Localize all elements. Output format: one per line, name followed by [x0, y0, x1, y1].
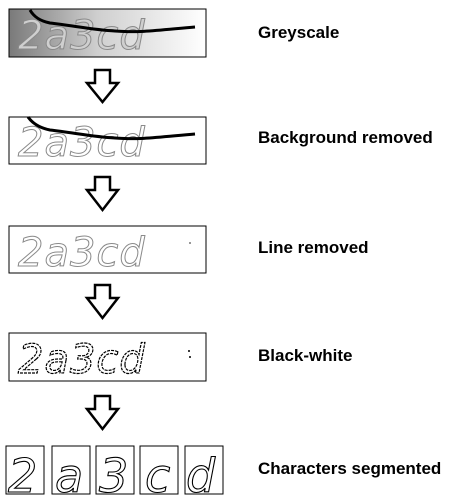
step-label-characters-segmented: Characters segmented [258, 459, 442, 478]
background-removed-noise-line [26, 116, 196, 141]
black-white-speck-2 [189, 356, 191, 358]
black-white-frame [8, 332, 207, 382]
background-removed-frame [8, 116, 207, 165]
line-removed-frame [8, 225, 207, 274]
down-arrow-2 [84, 175, 121, 213]
down-arrow-3 [84, 283, 121, 321]
step-label-black-white: Black-white [258, 346, 353, 365]
segmented-char-1: 2 [8, 449, 37, 503]
step-label-greyscale: Greyscale [258, 23, 340, 42]
segmented-char-box-2: a [51, 445, 91, 504]
down-arrow-1 [84, 68, 121, 104]
step-line-removed-image: 2a3cd [8, 225, 207, 277]
greyscale-noise-line [28, 9, 196, 34]
greyscale-frame [8, 8, 207, 58]
black-white-captcha-text: 2a3cd [18, 337, 146, 383]
step-black-white-image: 2a3cd [8, 332, 207, 384]
segmented-char-3: 3 [99, 449, 128, 503]
black-white-speck-1 [188, 350, 190, 352]
step-background-removed-image: 2a3cd [8, 116, 207, 167]
segmented-char-box-1: 2 [5, 445, 45, 504]
segmented-char-4: c [145, 449, 170, 503]
segmented-char-2: a [55, 449, 83, 503]
step-label-line-removed: Line removed [258, 238, 369, 257]
step-characters-segmented-image: 2 a 3 c d [5, 445, 224, 504]
segmented-char-box-5: d [184, 445, 224, 504]
down-arrow-4 [84, 394, 121, 432]
step-label-background-removed: Background removed [258, 128, 433, 147]
line-removed-speck [189, 242, 191, 244]
segmented-char-box-4: c [139, 445, 179, 504]
segmented-char-box-3: 3 [95, 445, 135, 504]
segmented-char-5: d [186, 449, 216, 503]
step-greyscale-image: 2a3cd [8, 8, 207, 60]
greyscale-captcha-text: 2a3cd [18, 13, 146, 59]
line-removed-captcha-text: 2a3cd [18, 230, 146, 276]
